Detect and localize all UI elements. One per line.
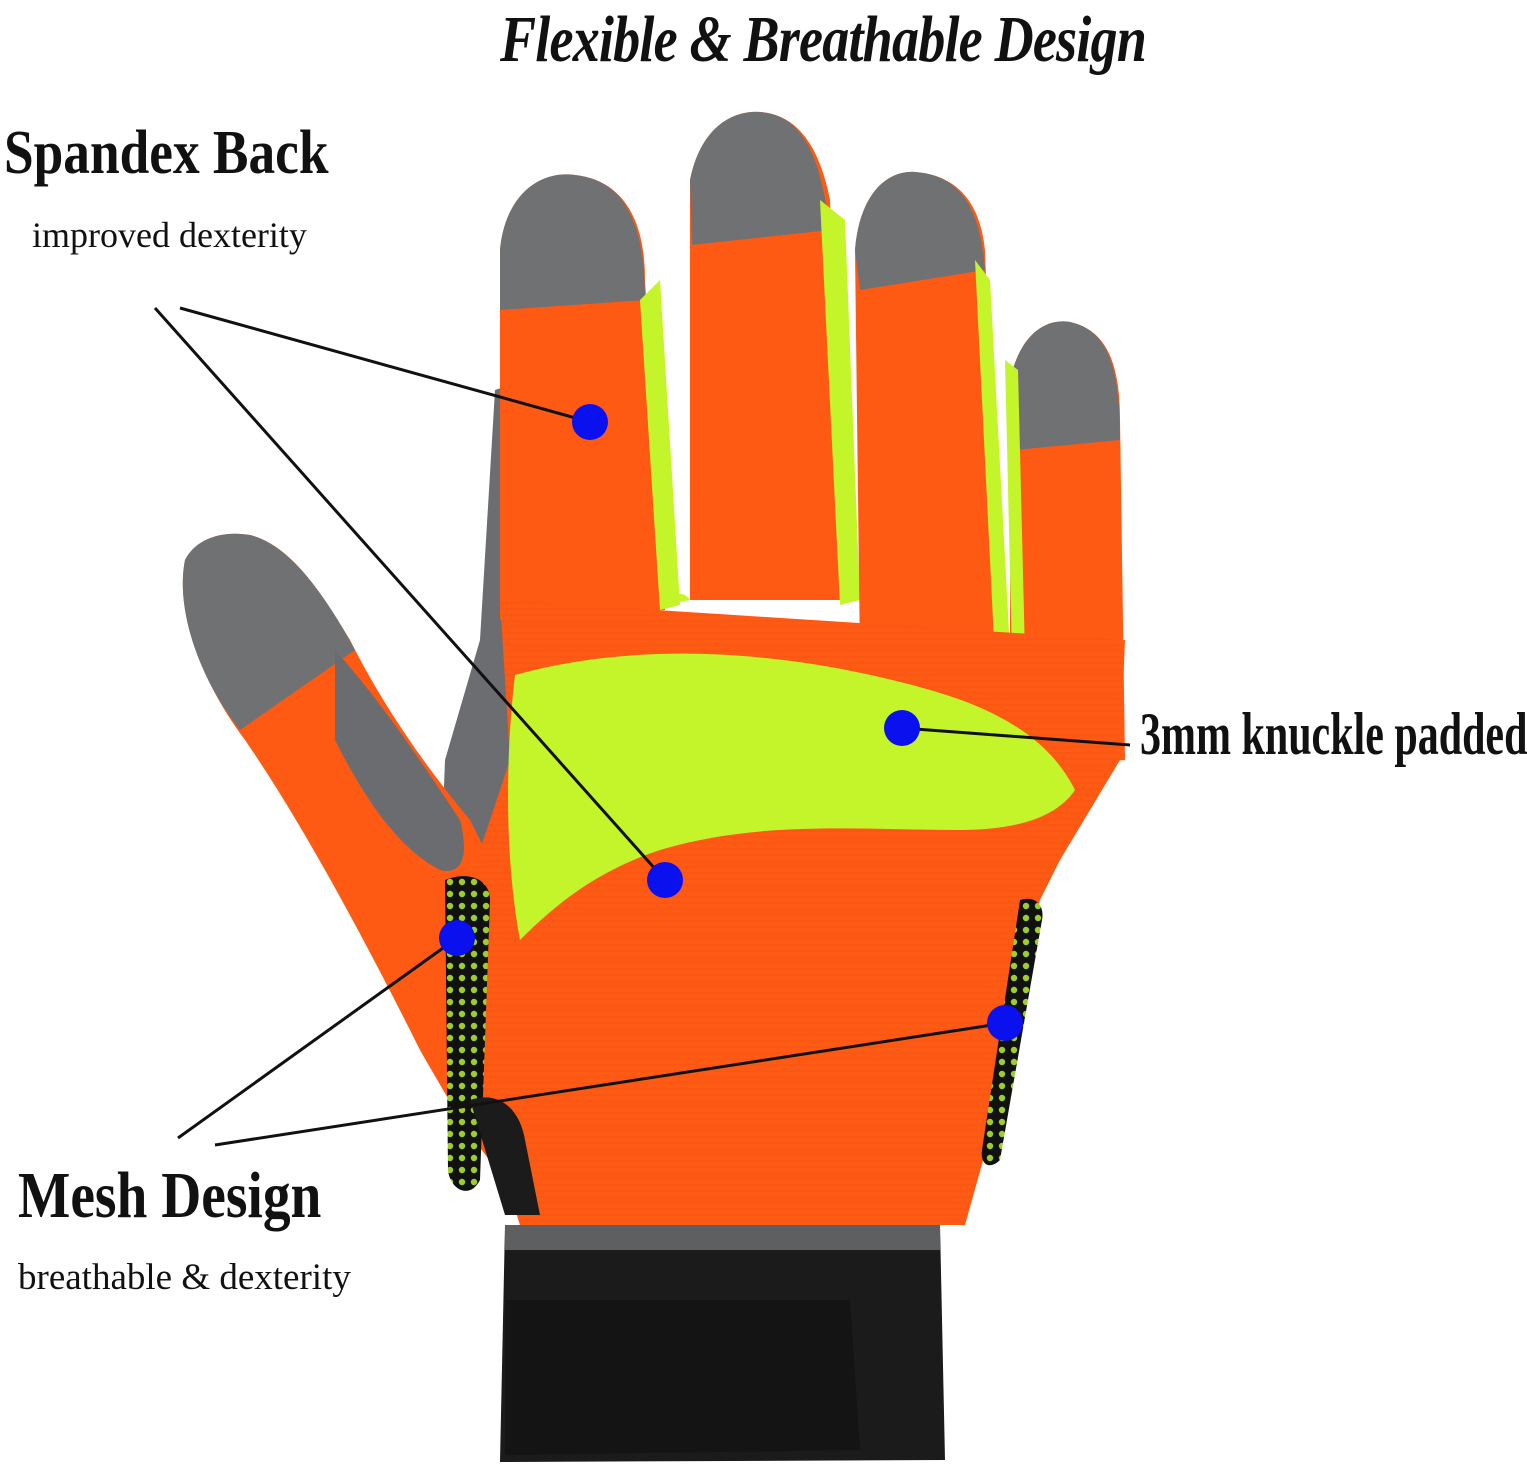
spandex-callout-title: Spandex Back	[4, 119, 329, 187]
marker-knuckle	[884, 710, 920, 746]
spandex-callout-subtitle: improved dexterity	[32, 215, 307, 255]
mesh-callout-title: Mesh Design	[18, 1159, 322, 1232]
knuckle-callout-title: 3mm knuckle padded	[1140, 701, 1527, 767]
knuckle-pad	[508, 653, 1075, 940]
leader-spandex-1	[179, 306, 591, 424]
leader-mesh-2	[214, 1021, 1006, 1147]
infographic-title: Flexible & Breathable Design	[500, 3, 1147, 76]
markers	[439, 404, 1023, 1041]
product-infographic: Flexible & Breathable Design Spandex Bac…	[4, 3, 1527, 1462]
marker-mesh-right	[987, 1005, 1023, 1041]
marker-mesh-left	[439, 920, 475, 956]
glove-illustration	[153, 111, 1131, 1462]
fingers	[500, 111, 1125, 770]
wrist-cuff	[500, 1225, 945, 1462]
marker-spandex-finger	[572, 404, 608, 440]
leader-lines	[153, 306, 1131, 1147]
marker-spandex-hand	[647, 862, 683, 898]
leader-mesh-1	[177, 936, 458, 1140]
leader-spandex-2	[153, 307, 667, 881]
leader-knuckle	[901, 726, 1131, 747]
mesh-callout-subtitle: breathable & dexterity	[18, 1257, 351, 1298]
thumb	[182, 533, 520, 1190]
